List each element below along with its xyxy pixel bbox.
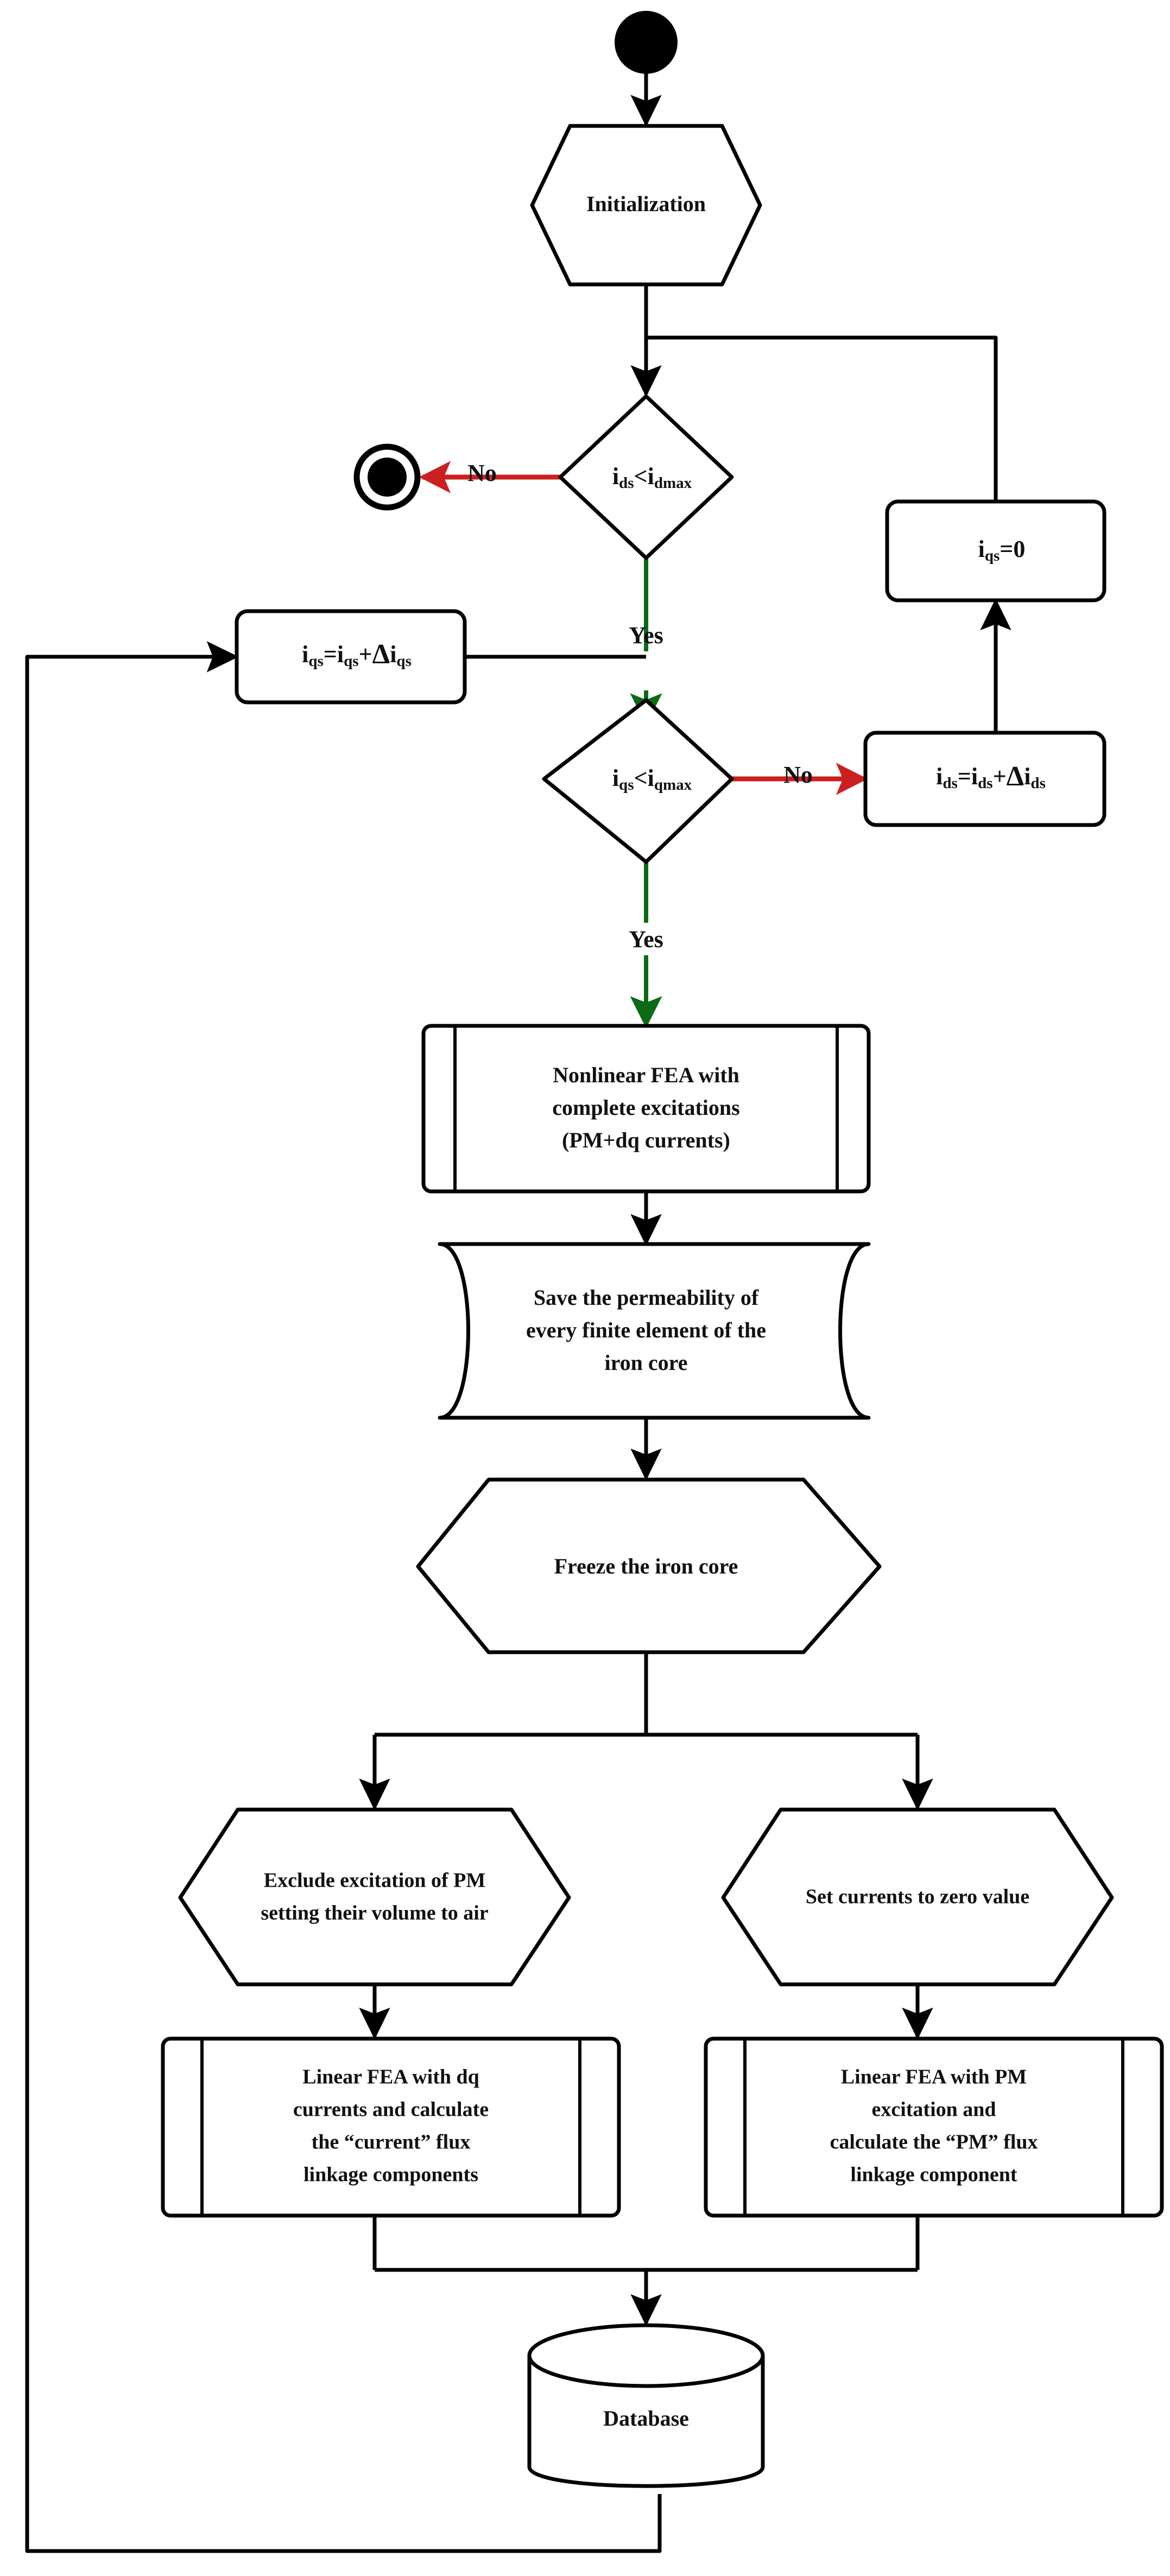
- node-linear-fea-pm[interactable]: [704, 2036, 1164, 2218]
- label-linear-fea-dq-line4: linkage components: [303, 2163, 478, 2186]
- node-decision-iqs[interactable]: [542, 698, 734, 864]
- label-decision-iqs: iqs<iqmax: [583, 765, 710, 797]
- node-database-top[interactable]: [527, 2323, 765, 2388]
- label-exclude-pm-line1: Exclude excitation of PM: [264, 1869, 485, 1892]
- label-ids-increment: ids=ids+Δids: [906, 761, 1064, 795]
- label-edge-no-to-ids-increment: No: [783, 762, 813, 788]
- label-linear-fea-pm-line1: Linear FEA with PM: [841, 2066, 1027, 2089]
- label-nonlinear-fea-line1: Nonlinear FEA with: [553, 1063, 739, 1087]
- label-save-permeability-line1: Save the permeability of: [534, 1285, 759, 1310]
- node-linear-fea-dq[interactable]: [161, 2036, 621, 2218]
- label-exclude-pm-line2: setting their volume to air: [261, 1902, 488, 1925]
- label-linear-fea-dq-line2: currents and calculate: [293, 2098, 489, 2121]
- label-initialization: Initialization: [586, 192, 706, 216]
- label-edge-yes-ids: Yes: [629, 622, 663, 649]
- label-edge-no-to-end: No: [467, 460, 497, 486]
- label-decision-ids: ids<idmax: [583, 463, 710, 495]
- label-linear-fea-pm-line4: linkage component: [850, 2163, 1017, 2186]
- node-freeze-core[interactable]: [416, 1477, 882, 1654]
- node-iqs-increment[interactable]: [235, 609, 467, 705]
- label-linear-fea-pm-line3: calculate the “PM” flux: [830, 2131, 1038, 2154]
- label-linear-fea-pm-line2: excitation and: [871, 2098, 996, 2121]
- node-decision-ids[interactable]: [558, 394, 734, 560]
- node-save-permeability[interactable]: [438, 1242, 871, 1420]
- start-terminator[interactable]: [615, 11, 678, 74]
- end-terminator-ring: [353, 443, 421, 511]
- label-nonlinear-fea-line2: complete excitations: [552, 1095, 739, 1120]
- label-edge-yes-iqs: Yes: [629, 926, 663, 953]
- label-save-permeability-line3: iron core: [605, 1350, 688, 1375]
- label-freeze-core: Freeze the iron core: [554, 1554, 738, 1578]
- label-iqs-zero: iqs=0: [948, 536, 1043, 564]
- node-set-currents-zero[interactable]: [721, 1807, 1114, 1987]
- label-iqs-increment: iqs=iqs+Δiqs: [272, 639, 429, 673]
- label-set-currents-zero: Set currents to zero value: [806, 1886, 1029, 1908]
- node-exclude-pm[interactable]: [178, 1807, 571, 1987]
- node-ids-increment[interactable]: [863, 731, 1106, 827]
- label-linear-fea-dq-line3: the “current” flux: [312, 2131, 471, 2154]
- edge-database-feedback-loop: [25, 641, 662, 2553]
- label-save-permeability-line2: every finite element of the: [526, 1318, 766, 1342]
- node-database-body[interactable]: [527, 2356, 765, 2488]
- node-nonlinear-fea[interactable]: [421, 1024, 871, 1194]
- label-nonlinear-fea-line3: (PM+dq currents): [562, 1128, 730, 1152]
- label-linear-fea-dq-line1: Linear FEA with dq: [302, 2066, 479, 2089]
- label-database: Database: [603, 2406, 689, 2431]
- node-iqs-zero[interactable]: [885, 499, 1106, 602]
- end-terminator[interactable]: [368, 458, 407, 497]
- node-initialization[interactable]: [530, 124, 762, 287]
- edge-init-to-iqs-zero: [646, 335, 998, 500]
